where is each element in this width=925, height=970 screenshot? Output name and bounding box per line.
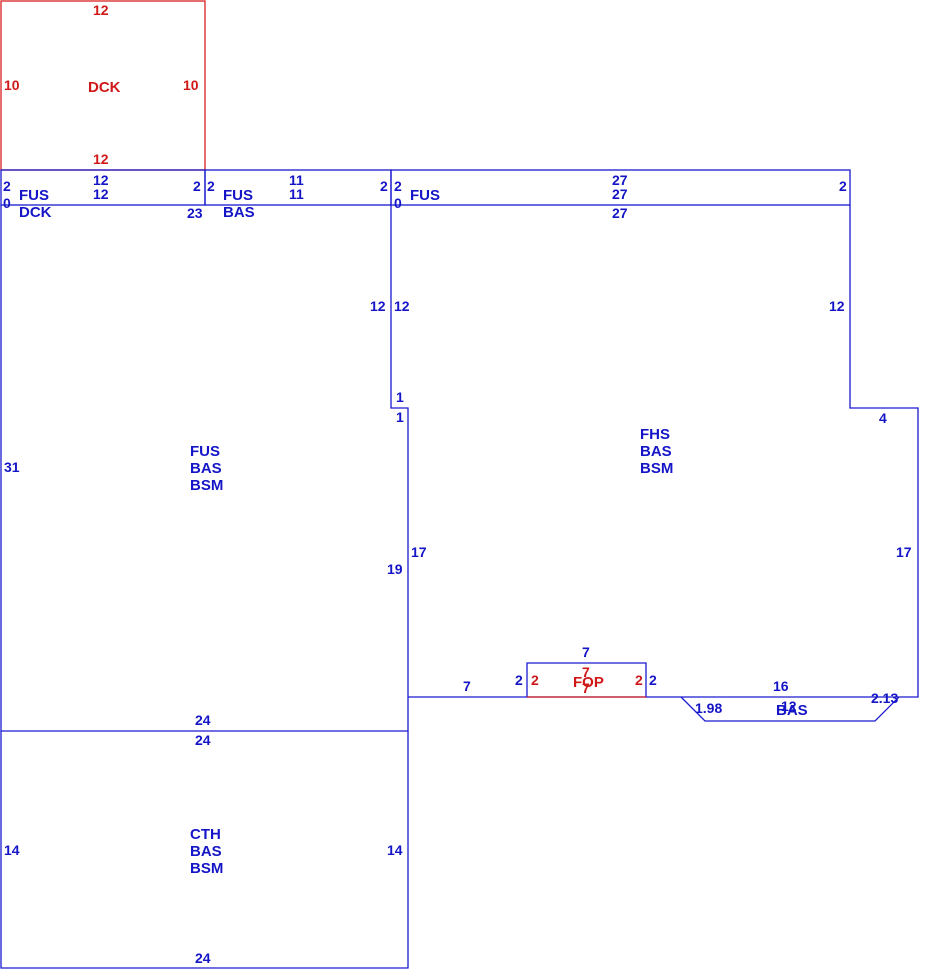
dim-dck-top: 12 bbox=[93, 2, 109, 18]
dim-fop-bottom: 7 bbox=[582, 680, 590, 696]
area-label-fus-bas-2: BAS bbox=[223, 204, 255, 221]
cth-bas-bsm-outline bbox=[0, 731, 409, 969]
dim-fus-right-right: 2 bbox=[839, 178, 847, 194]
area-label-fhs-2: BAS bbox=[640, 443, 672, 460]
dim-dck-right: 10 bbox=[183, 77, 199, 93]
area-label-fus-main-1: FUS bbox=[190, 443, 220, 460]
dim-cth-bottom: 24 bbox=[195, 950, 211, 966]
dim-fus-bas-top: 11 bbox=[289, 172, 304, 188]
dim-notch-right: 12 bbox=[394, 298, 410, 314]
area-label-fus-dck-1: FUS bbox=[19, 187, 49, 204]
dim-fop-left-inner: 2 bbox=[531, 672, 539, 688]
dim-fus-dck-zero: 0 bbox=[3, 195, 11, 211]
dim-fhs-right-upper: 12 bbox=[829, 298, 845, 314]
dim-cth-top: 24 bbox=[195, 732, 211, 748]
area-label-dck: DCK bbox=[88, 79, 121, 96]
dim-fop-left-outer: 2 bbox=[515, 672, 523, 688]
dim-fhs-step: 4 bbox=[879, 410, 887, 426]
dim-dck-bottom: 12 bbox=[93, 151, 109, 167]
bay-bas-outline bbox=[680, 696, 900, 722]
dim-fus-right-top: 27 bbox=[612, 172, 628, 188]
dim-main-top: 23 bbox=[187, 205, 203, 221]
dim-fhs-left: 17 bbox=[411, 544, 427, 560]
area-label-fus-right: FUS bbox=[410, 187, 440, 204]
area-label-cth-1: CTH bbox=[190, 826, 221, 843]
dim-fus-right-zero: 0 bbox=[394, 195, 402, 211]
dim-fop-inner-top: 7 bbox=[582, 664, 590, 680]
dim-fus-right-left: 2 bbox=[394, 178, 402, 194]
fhs-bas-bsm-outline bbox=[408, 205, 919, 698]
area-label-fhs-1: FHS bbox=[640, 426, 670, 443]
dim-main-right: 19 bbox=[387, 561, 403, 577]
dim-fus-bas-right: 2 bbox=[380, 178, 388, 194]
area-label-bay-bas: BAS bbox=[776, 702, 808, 719]
fop-outline bbox=[526, 662, 647, 697]
dim-cth-right: 14 bbox=[387, 842, 403, 858]
area-label-cth-2: BAS bbox=[190, 843, 222, 860]
dim-fop-right-inner: 2 bbox=[635, 672, 643, 688]
area-label-fus-main-2: BAS bbox=[190, 460, 222, 477]
dim-bay-right: 2.13 bbox=[871, 690, 898, 706]
area-label-fus-bas-1: FUS bbox=[223, 187, 253, 204]
dim-fus-dck-top: 12 bbox=[93, 172, 109, 188]
dim-fhs-top: 27 bbox=[612, 205, 628, 221]
dim-fus-bas-bottom: 11 bbox=[289, 186, 304, 202]
dim-fop-top: 7 bbox=[582, 644, 590, 660]
area-label-fus-main-3: BSM bbox=[190, 477, 223, 494]
dim-main-bottom: 24 bbox=[195, 712, 211, 728]
dim-fus-dck-right: 2 bbox=[193, 178, 201, 194]
area-label-cth-3: BSM bbox=[190, 860, 223, 877]
dim-main-left: 31 bbox=[4, 459, 20, 475]
dim-bay-left: 1.98 bbox=[695, 700, 722, 716]
dim-cth-left: 14 bbox=[4, 842, 20, 858]
dim-bay-mid: 12 bbox=[781, 698, 797, 714]
dim-fus-dck-bottom: 12 bbox=[93, 186, 109, 202]
dim-fhs-bottom-left: 7 bbox=[463, 678, 471, 694]
dim-fus-bas-left: 2 bbox=[207, 178, 215, 194]
dim-fhs-bottom-right: 16 bbox=[773, 678, 789, 694]
area-label-fop: FOP bbox=[573, 674, 604, 691]
area-label-fhs-3: BSM bbox=[640, 460, 673, 477]
dim-notch-top: 1 bbox=[396, 389, 404, 405]
fus-right-outline bbox=[390, 169, 851, 206]
dim-fop-right-outer: 2 bbox=[649, 672, 657, 688]
dim-notch-bottom: 1 bbox=[396, 409, 404, 425]
dim-fus-right-bottom: 27 bbox=[612, 186, 628, 202]
dim-notch-left: 12 bbox=[370, 298, 386, 314]
dim-dck-left: 10 bbox=[4, 77, 20, 93]
dim-fus-dck-left: 2 bbox=[3, 178, 11, 194]
dim-fhs-right-lower: 17 bbox=[896, 544, 912, 560]
area-label-fus-dck-2: DCK bbox=[19, 204, 52, 221]
fus-bas-bsm-outline bbox=[0, 205, 409, 732]
